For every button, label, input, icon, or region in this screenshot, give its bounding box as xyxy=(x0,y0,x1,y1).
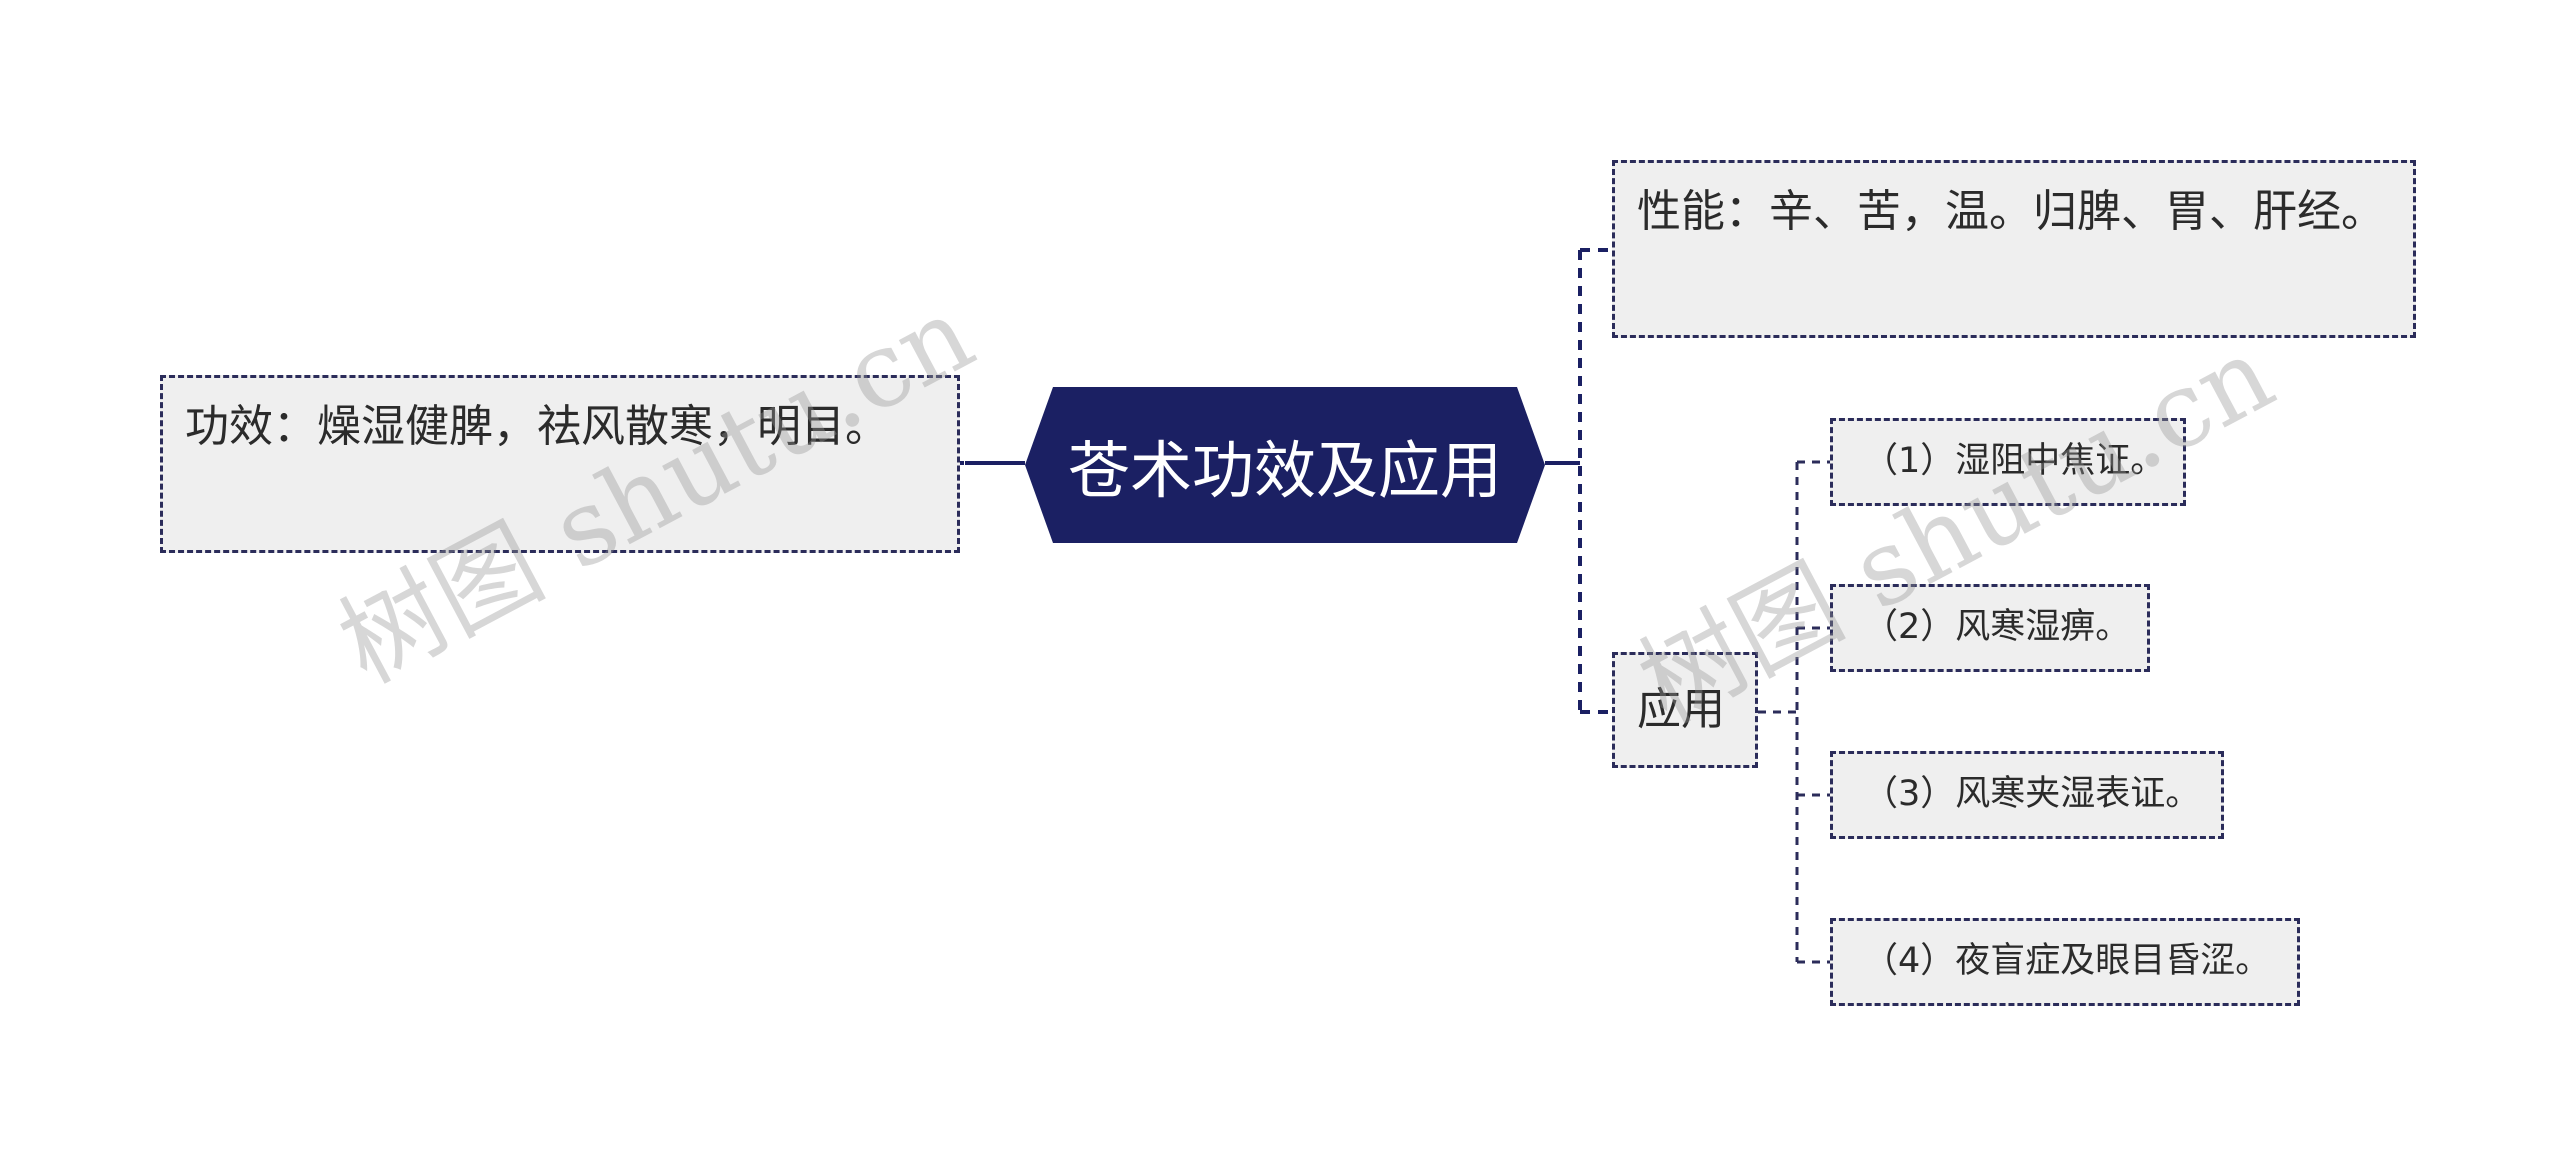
node-properties-label: 性能：辛、苦，温。归脾、胃、肝经。 xyxy=(1637,186,2385,237)
child-3-label: （3）风寒夹湿表证。 xyxy=(1863,774,2201,815)
root-hexagon-shape xyxy=(1025,387,1545,543)
node-application[interactable]: 应用 xyxy=(1612,652,1758,768)
node-application-child-1[interactable]: （1）湿阻中焦证。 xyxy=(1830,418,2186,506)
child-1-label: （1）湿阻中焦证。 xyxy=(1863,441,2166,482)
node-application-child-3[interactable]: （3）风寒夹湿表证。 xyxy=(1830,751,2224,839)
root-node-label: 苍术功效及应用 xyxy=(1067,434,1502,507)
node-properties[interactable]: 性能：辛、苦，温。归脾、胃、肝经。 xyxy=(1612,160,2416,338)
child-2-label: （2）风寒湿痹。 xyxy=(1863,607,2131,648)
node-application-child-4[interactable]: （4）夜盲症及眼目昏涩。 xyxy=(1830,918,2300,1006)
left-node-efficacy[interactable]: 功效：燥湿健脾，祛风散寒，明目。 xyxy=(160,375,960,553)
root-node[interactable]: 苍术功效及应用 xyxy=(1025,387,1545,543)
left-node-label: 功效：燥湿健脾，祛风散寒，明目。 xyxy=(185,401,889,452)
child-4-label: （4）夜盲症及眼目昏涩。 xyxy=(1863,941,2271,982)
node-application-label: 应用 xyxy=(1637,683,1725,735)
node-application-child-2[interactable]: （2）风寒湿痹。 xyxy=(1830,584,2150,672)
